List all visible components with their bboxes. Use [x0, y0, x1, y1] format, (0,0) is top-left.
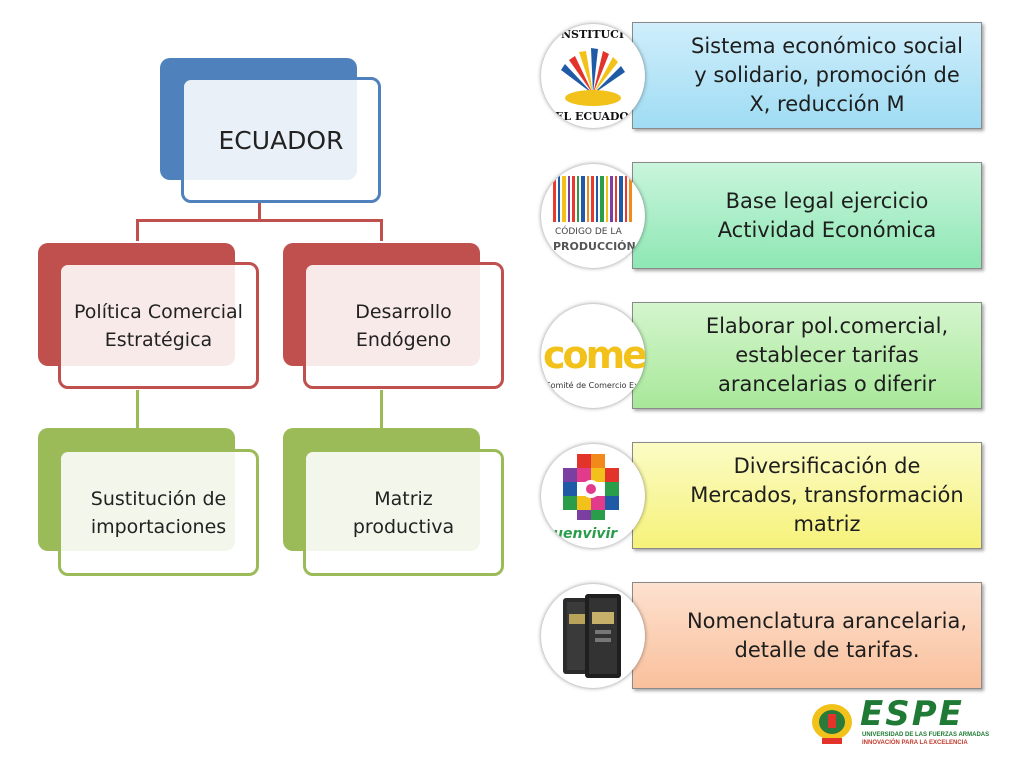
root-label: ECUADOR: [218, 125, 344, 155]
left-child-label: Sustitución de importaciones: [90, 487, 227, 538]
left-node-label: Política Comercial Estratégica: [74, 300, 243, 351]
espe-tagline-2: INNOVACIÓN PARA LA EXCELENCIA: [862, 740, 968, 746]
card-constitucion: Sistema económico social y solidario, pr…: [632, 22, 982, 129]
comex-logo: comex Comité de Comercio Exterior: [541, 304, 645, 408]
card-comex: Elaborar pol.comercial, establecer tarif…: [632, 302, 982, 409]
right-node-label: Desarrollo Endógeno: [355, 300, 452, 351]
card-text: Nomenclatura arancelaria, detalle de tar…: [686, 608, 968, 662]
connector-horizontal: [136, 219, 383, 222]
svg-text:NSTITUCI: NSTITUCI: [561, 28, 624, 41]
comex-wordmark: comex: [543, 333, 645, 377]
right-child-node: Matriz productiva: [303, 449, 504, 576]
chakana-icon: [563, 454, 619, 520]
card-text: Diversificación de Mercados, transformac…: [690, 454, 964, 536]
left-node: Política Comercial Estratégica: [58, 262, 259, 389]
root-node: ECUADOR: [181, 77, 381, 203]
card-text: Base legal ejercicio Actividad Económica: [717, 188, 937, 242]
buen-vivir-logo: buenvivir: [541, 444, 645, 548]
binder-icon: [563, 594, 621, 678]
card-text: Sistema económico social y solidario, pr…: [691, 34, 963, 116]
espe-tagline-1: UNIVERSIDAD DE LAS FUERZAS ARMADAS: [862, 732, 990, 738]
svg-text:PRODUCCIÓN: PRODUCCIÓN: [553, 240, 636, 253]
card-arancel: Nomenclatura arancelaria, detalle de tar…: [632, 582, 982, 689]
shield-icon: [812, 704, 852, 744]
right-child-label: Matriz productiva: [352, 487, 455, 538]
svg-text:Comité de Comercio Exterior: Comité de Comercio Exterior: [545, 380, 645, 390]
connector-left-child: [136, 390, 139, 430]
connector-right-child: [380, 390, 383, 430]
codigo-produccion-logo: CÓDIGO DE LA PRODUCCIÓN: [541, 164, 645, 268]
arancel-books-icon: [541, 584, 645, 688]
connector-right-down: [380, 219, 383, 241]
svg-text:buenvivir: buenvivir: [543, 526, 618, 542]
card-buen-vivir: Diversificación de Mercados, transformac…: [632, 442, 982, 549]
right-node: Desarrollo Endógeno: [303, 262, 504, 389]
constitucion-logo: NSTITUCI EL ECUADO: [541, 24, 645, 128]
svg-text:EL ECUADO: EL ECUADO: [555, 110, 629, 123]
card-text: Elaborar pol.comercial, establecer tarif…: [705, 314, 949, 396]
connector-root-down: [258, 203, 261, 221]
svg-text:CÓDIGO DE LA: CÓDIGO DE LA: [555, 225, 623, 237]
left-child-node: Sustitución de importaciones: [58, 449, 259, 576]
card-codigo-produccion: Base legal ejercicio Actividad Económica: [632, 162, 982, 269]
sunburst-icon: [561, 48, 625, 106]
espe-logo: ESPE UNIVERSIDAD DE LAS FUERZAS ARMADAS …: [808, 696, 1004, 748]
connector-left-down: [136, 219, 139, 241]
barcode-icon: [553, 176, 632, 236]
espe-wordmark: ESPE: [860, 694, 964, 734]
